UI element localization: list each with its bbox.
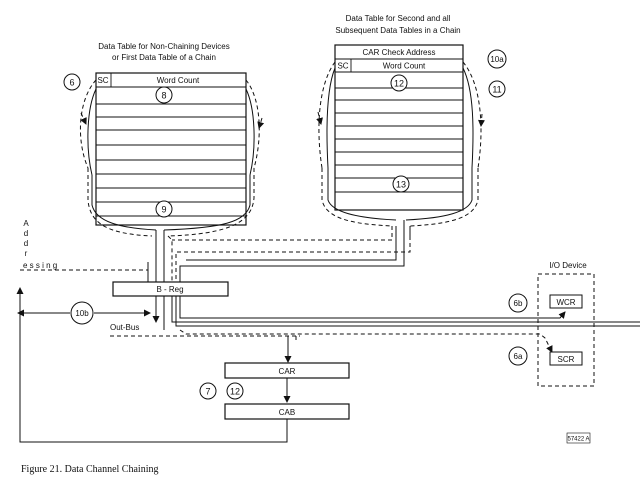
addressing-letter-2: d: [24, 229, 28, 238]
addressing-letter-1: A: [23, 219, 29, 228]
table1-title-line2: or First Data Table of a Chain: [112, 53, 216, 62]
marker-12-table-circle: [390, 74, 408, 92]
addressing-letter-3: d: [24, 239, 28, 248]
io-device: I/O Device WCR SCR: [537, 261, 595, 387]
cab-label: CAB: [279, 408, 295, 417]
figure-id: 57422 A: [567, 437, 589, 443]
marker-8-text: 8: [161, 91, 166, 101]
routing-dashed-lines: [167, 226, 411, 282]
data-table-1: Data Table for Non-Chaining Devices or F…: [95, 42, 247, 226]
figure-caption: Figure 21. Data Channel Chaining: [21, 464, 158, 475]
table2-sc-label: SC: [337, 62, 348, 71]
table2-word-count: Word Count: [383, 62, 426, 71]
marker-9-text: 9: [161, 205, 166, 215]
table2-dashed-loops: [316, 61, 485, 227]
table1-word-count: Word Count: [157, 76, 200, 85]
marker-6b-circle: [508, 293, 528, 313]
table2-title-line2: Subsequent Data Tables in a Chain: [335, 26, 460, 35]
marker-6-text: 6: [69, 78, 74, 88]
scr-box: [549, 351, 583, 366]
io-device-box: [537, 273, 595, 387]
marker-10b-circle: [70, 301, 94, 325]
marker-13-text: 13: [396, 180, 406, 190]
routing-lines: [155, 220, 411, 282]
marker-6a-circle: [508, 346, 528, 366]
marker-10b-text: 10b: [75, 309, 89, 318]
wcr-label: WCR: [556, 298, 575, 307]
b-reg-lower-lines: [152, 296, 640, 330]
table1-dashed-loops: [79, 79, 265, 237]
marker-13-circle: [392, 175, 410, 193]
marker-6a-text: 6a: [514, 352, 523, 361]
scr-label: SCR: [558, 355, 575, 364]
table2-title-line1: Data Table for Second and all: [346, 14, 451, 23]
addressing-tail: e s s i n g: [23, 261, 57, 270]
car-label: CAR: [279, 367, 296, 376]
table2-box: [334, 44, 464, 211]
io-device-title: I/O Device: [549, 261, 587, 270]
table1-title-line1: Data Table for Non-Chaining Devices: [98, 42, 229, 51]
marker-12-table-text: 12: [394, 79, 404, 89]
b-reg-box: [112, 281, 229, 297]
marker-10a-text: 10a: [490, 55, 504, 64]
marker-7-circle: [199, 382, 217, 400]
table1-solid-loops: [87, 88, 255, 231]
cab-feedback-line: [16, 287, 288, 443]
data-table-2: Data Table for Second and all Subsequent…: [334, 14, 464, 211]
marker-12-circle: [226, 382, 244, 400]
addressing-letter-4: r: [25, 249, 28, 258]
marker-8-circle: [155, 86, 173, 104]
marker-11-text: 11: [492, 85, 501, 95]
marker-12-text: 12: [230, 387, 240, 397]
marker-10a-circle: [487, 49, 507, 69]
marker-11-circle: [488, 80, 506, 98]
out-bus-label: Out-Bus: [110, 323, 139, 332]
table1-sc-label: SC: [97, 76, 108, 85]
addressing-label: A d d r e s s i n g: [23, 219, 57, 270]
marker-7-text: 7: [205, 387, 210, 397]
b-reg-label: B - Reg: [156, 285, 183, 294]
marker-6b-text: 6b: [514, 299, 523, 308]
marker-9-circle: [155, 200, 173, 218]
figure-id-box: [566, 432, 591, 444]
table2-car-check-address: CAR Check Address: [363, 48, 436, 57]
table2-solid-loops: [326, 67, 474, 221]
table1-box: [95, 72, 247, 226]
wcr-box: [549, 294, 583, 309]
marker-6-circle: [63, 73, 81, 91]
scr-dashed-path: [179, 329, 553, 353]
